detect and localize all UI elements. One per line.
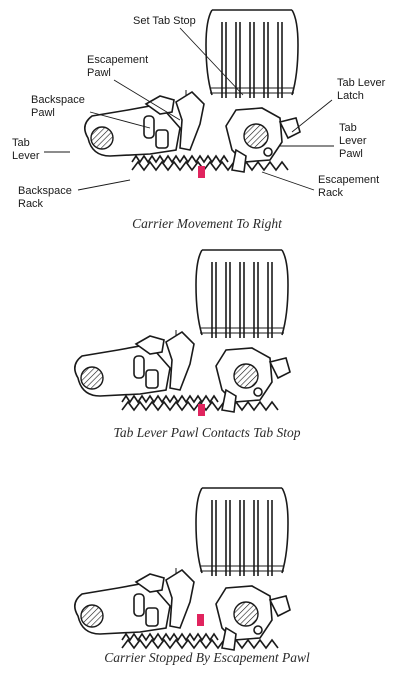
tab-stop-highlight-1	[198, 166, 205, 178]
panel-tab-lever-pawl-contacts: Tab Lever Pawl Contacts Tab Stop	[74, 249, 301, 440]
label-tab-lever-latch-2: Latch	[337, 90, 364, 102]
tab-stop-highlight-3	[197, 614, 204, 626]
label-tab-lever-pawl-3: Pawl	[339, 148, 363, 160]
caption-panel-2: Tab Lever Pawl Contacts Tab Stop	[114, 425, 301, 440]
label-backspace-pawl-1: Backspace	[31, 94, 85, 106]
label-tab-lever-1: Tab	[12, 137, 30, 149]
label-escapement-pawl-2: Pawl	[87, 67, 111, 79]
panel-carrier-movement-right: Set Tab Stop Escapement Pawl Backspace P…	[12, 9, 386, 231]
label-escapement-rack-2: Rack	[318, 187, 344, 199]
caption-panel-1: Carrier Movement To Right	[132, 216, 283, 231]
label-tab-lever-pawl-1: Tab	[339, 122, 357, 134]
label-escapement-rack-1: Escapement	[318, 174, 379, 186]
panel-carrier-stopped: Carrier Stopped By Escapement Pawl	[74, 487, 310, 665]
mechanism-drawing-1	[84, 9, 301, 173]
label-set-tab-stop: Set Tab Stop	[133, 15, 196, 27]
label-backspace-rack-2: Rack	[18, 198, 44, 210]
tab-stop-highlight-2	[198, 404, 205, 416]
caption-panel-3: Carrier Stopped By Escapement Pawl	[104, 650, 310, 665]
label-tab-lever-2: Lever	[12, 150, 40, 162]
mechanism-drawing-3	[74, 487, 291, 651]
label-tab-lever-pawl-2: Lever	[339, 135, 367, 147]
label-backspace-pawl-2: Pawl	[31, 107, 55, 119]
label-escapement-pawl-1: Escapement	[87, 54, 148, 66]
mechanism-drawing-2	[74, 249, 291, 413]
label-tab-lever-latch-1: Tab Lever	[337, 77, 386, 89]
label-backspace-rack-1: Backspace	[18, 185, 72, 197]
